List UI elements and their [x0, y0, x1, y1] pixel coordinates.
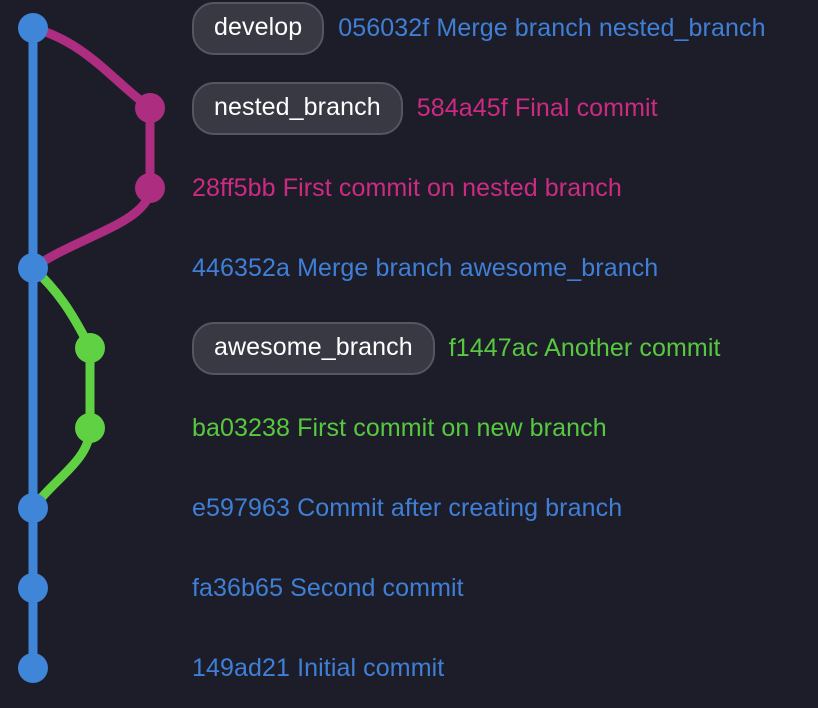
- commit-node[interactable]: [135, 173, 165, 203]
- commit-node[interactable]: [18, 653, 48, 683]
- graph-edge: [28, 183, 155, 273]
- commit-message[interactable]: 446352a Merge branch awesome_branch: [192, 253, 659, 282]
- branch-ref-pill[interactable]: awesome_branch: [192, 321, 435, 375]
- commit-row[interactable]: e597963 Commit after creating branch: [192, 468, 622, 548]
- graph-nodes: [18, 13, 165, 683]
- commit-node[interactable]: [18, 493, 48, 523]
- commit-row[interactable]: 28ff5bb First commit on nested branch: [192, 148, 622, 228]
- commit-row[interactable]: 149ad21 Initial commit: [192, 628, 444, 708]
- commit-row[interactable]: awesome_branch f1447ac Another commit: [192, 308, 721, 388]
- commit-message[interactable]: 149ad21 Initial commit: [192, 653, 445, 682]
- commit-message[interactable]: f1447ac Another commit: [448, 333, 721, 362]
- commit-row[interactable]: develop 056032f Merge branch nested_branc…: [192, 0, 766, 68]
- commit-message[interactable]: 056032f Merge branch nested_branch: [338, 13, 766, 42]
- commit-message[interactable]: fa36b65 Second commit: [192, 573, 464, 602]
- commit-message[interactable]: 584a45f Final commit: [416, 93, 658, 122]
- commit-node[interactable]: [18, 253, 48, 283]
- commit-node[interactable]: [75, 413, 105, 443]
- commit-row[interactable]: 446352a Merge branch awesome_branch: [192, 228, 658, 308]
- commit-row[interactable]: ba03238 First commit on new branch: [192, 388, 607, 468]
- commit-row[interactable]: fa36b65 Second commit: [192, 548, 464, 628]
- commit-node[interactable]: [18, 13, 48, 43]
- commit-node[interactable]: [135, 93, 165, 123]
- commit-message[interactable]: 28ff5bb First commit on nested branch: [192, 173, 622, 202]
- commit-node[interactable]: [18, 573, 48, 603]
- branch-ref-pill[interactable]: develop: [192, 1, 325, 55]
- commit-message[interactable]: ba03238 First commit on new branch: [192, 413, 607, 442]
- commit-row[interactable]: nested_branch 584a45f Final commit: [192, 68, 658, 148]
- commit-node[interactable]: [75, 333, 105, 363]
- branch-ref-pill[interactable]: nested_branch: [192, 81, 403, 135]
- graph-edge: [28, 23, 155, 113]
- commit-message[interactable]: e597963 Commit after creating branch: [192, 493, 623, 522]
